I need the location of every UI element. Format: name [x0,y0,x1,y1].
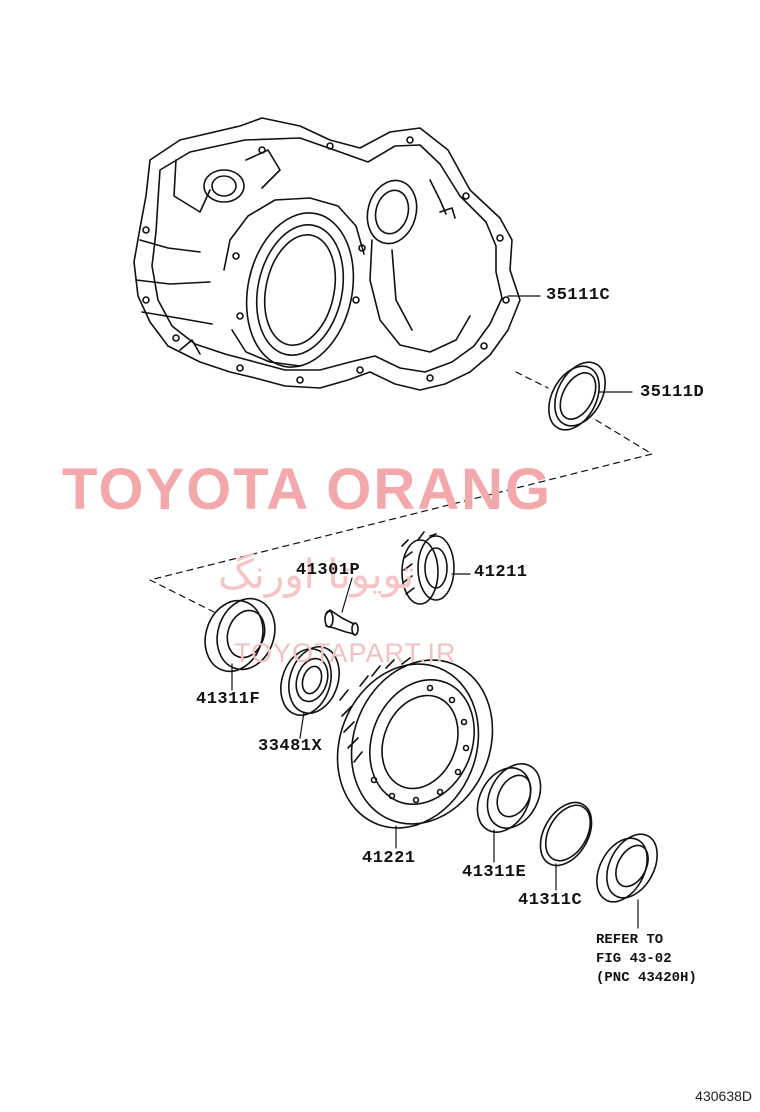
reference-note-line-3: (PNC 43420H) [596,970,697,986]
watermark-url: TOYOTAPART.IR [234,638,457,668]
reference-note-line-2: FIG 43-02 [596,951,672,967]
left-bearing-drawing [204,597,276,673]
part-label-case-seal[interactable]: 35111D [640,383,705,402]
pinion-gear-drawing [401,531,455,605]
part-label-case[interactable]: 35111C [546,286,611,305]
right-bearing-drawing [476,763,542,833]
leader-lines [231,295,639,929]
reference-note-line-1: REFER TO [596,932,664,948]
shim-drawing [539,801,593,867]
part-label-left-bearing[interactable]: 41311F [196,690,261,709]
part-label-right-bearing[interactable]: 41311E [462,863,527,882]
part-label-pinion-gear[interactable]: 41211 [474,563,528,582]
watermark-persian: تویوتا اورنگ [218,552,415,598]
part-label-shim[interactable]: 41311C [518,891,583,910]
watermark-brand: TOYOTA ORANG [62,457,553,522]
part-label-pin[interactable]: 41301P [296,561,361,580]
referenced-bearing-drawing [596,833,658,903]
dashed-assembly-lines [149,371,653,613]
transmission-case-drawing [133,117,521,391]
case-seal-drawing [548,361,606,431]
pin-drawing [324,609,359,636]
ring-gear-drawing [336,657,494,829]
figure-id: 430638D [695,1088,752,1104]
part-label-ring-gear[interactable]: 41221 [362,849,416,868]
part-label-output-seal[interactable]: 33481X [258,737,323,756]
